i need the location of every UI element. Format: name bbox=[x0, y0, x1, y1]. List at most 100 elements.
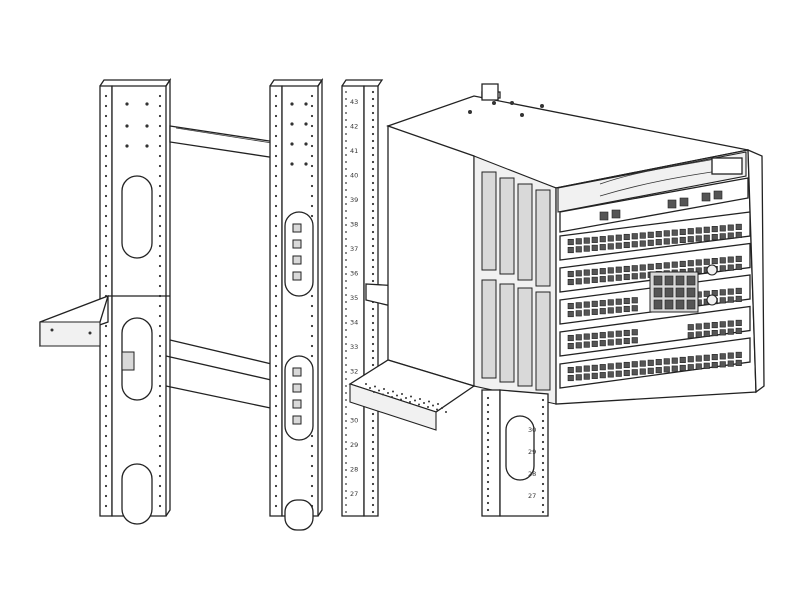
mounting-hole bbox=[541, 398, 545, 402]
ear-hole bbox=[405, 397, 407, 399]
port bbox=[687, 332, 694, 339]
mounting-hole bbox=[345, 469, 347, 471]
mounting-hole bbox=[371, 454, 375, 458]
port bbox=[735, 359, 742, 366]
core-port bbox=[686, 275, 696, 286]
left-support-shelf bbox=[39, 295, 281, 411]
control-module-row bbox=[559, 177, 749, 233]
ear-hole bbox=[418, 403, 420, 406]
port bbox=[599, 308, 606, 315]
port bbox=[583, 277, 590, 284]
port bbox=[607, 339, 614, 346]
mounting-hole bbox=[371, 125, 375, 129]
ear-hole bbox=[374, 385, 376, 388]
port bbox=[615, 338, 622, 345]
mounting-hole bbox=[158, 224, 162, 228]
mounting-hole bbox=[310, 94, 314, 98]
mounting-hole bbox=[371, 433, 375, 437]
port bbox=[607, 235, 614, 242]
ear-hole bbox=[428, 400, 430, 403]
mounting-hole bbox=[158, 304, 162, 308]
rack-unit-label: 33 bbox=[350, 343, 358, 351]
port bbox=[671, 357, 678, 364]
mounting-hole bbox=[104, 194, 108, 198]
mounting-hole bbox=[274, 104, 278, 108]
port bbox=[703, 354, 710, 361]
port bbox=[575, 302, 582, 309]
port bbox=[703, 330, 710, 337]
mounting-hole bbox=[371, 90, 375, 94]
mounting-hole bbox=[274, 264, 278, 268]
ear-hole bbox=[419, 398, 421, 400]
mounting-hole bbox=[345, 259, 347, 261]
mounting-hole bbox=[486, 459, 490, 463]
mounting-hole bbox=[541, 440, 545, 444]
mounting-hole bbox=[274, 304, 278, 308]
mounting-hole bbox=[274, 234, 278, 238]
mounting-hole bbox=[274, 244, 278, 248]
mounting-hole bbox=[345, 238, 347, 240]
mounting-hole bbox=[371, 258, 375, 262]
port bbox=[623, 305, 630, 313]
port bbox=[575, 270, 582, 277]
mounting-hole bbox=[274, 454, 278, 458]
mounting-hole bbox=[104, 234, 108, 238]
mounting-hole bbox=[371, 496, 375, 500]
chassis-side bbox=[387, 125, 475, 387]
mounting-hole bbox=[371, 244, 375, 248]
mounting-hole bbox=[345, 490, 347, 492]
mounting-hole bbox=[371, 153, 375, 157]
mounting-hole bbox=[104, 364, 108, 368]
ear-hole bbox=[369, 387, 371, 389]
rack-unit-label: 27 bbox=[350, 490, 358, 498]
mounting-hole bbox=[541, 447, 545, 451]
mounting-hole bbox=[274, 394, 278, 398]
core-port bbox=[686, 299, 696, 310]
mounting-hole bbox=[345, 343, 347, 345]
port bbox=[687, 236, 694, 243]
mounting-hole bbox=[486, 403, 490, 407]
mounting-hole bbox=[310, 104, 314, 108]
mounting-hole bbox=[104, 474, 108, 478]
mounting-hole bbox=[371, 314, 375, 318]
mounting-hole bbox=[104, 204, 108, 208]
port bbox=[631, 361, 638, 368]
mounting-hole bbox=[158, 204, 162, 208]
port bbox=[583, 245, 590, 252]
mounting-hole bbox=[371, 97, 375, 101]
ear-hole bbox=[383, 388, 385, 390]
port bbox=[575, 238, 582, 245]
port bbox=[647, 359, 654, 366]
mounting-hole bbox=[371, 223, 375, 227]
mounting-hole bbox=[371, 118, 375, 122]
port bbox=[599, 300, 606, 307]
mounting-hole bbox=[310, 314, 314, 318]
core-port bbox=[686, 287, 696, 298]
mounting-hole bbox=[486, 452, 490, 456]
rear-middle-rail bbox=[169, 77, 324, 531]
port bbox=[631, 369, 638, 376]
port bbox=[719, 353, 726, 360]
port bbox=[567, 342, 574, 350]
mounting-hole bbox=[345, 322, 347, 324]
port bbox=[591, 268, 598, 275]
mounting-hole bbox=[104, 174, 108, 178]
port bbox=[727, 296, 734, 303]
mounting-hole bbox=[371, 468, 375, 472]
port bbox=[583, 365, 590, 372]
mounting-hole bbox=[345, 133, 347, 135]
mounting-hole bbox=[274, 354, 278, 358]
rack-unit-label: 30 bbox=[350, 417, 358, 425]
port bbox=[623, 329, 630, 337]
mounting-hole bbox=[274, 114, 278, 118]
mounting-hole bbox=[104, 164, 108, 168]
ear-hole bbox=[391, 396, 393, 398]
mounting-hole bbox=[371, 202, 375, 206]
port bbox=[735, 263, 742, 270]
port bbox=[583, 309, 590, 316]
mounting-hole bbox=[158, 454, 162, 458]
port bbox=[567, 302, 574, 310]
mounting-hole bbox=[345, 273, 347, 275]
port bbox=[703, 234, 710, 241]
mounting-hole bbox=[310, 194, 314, 198]
